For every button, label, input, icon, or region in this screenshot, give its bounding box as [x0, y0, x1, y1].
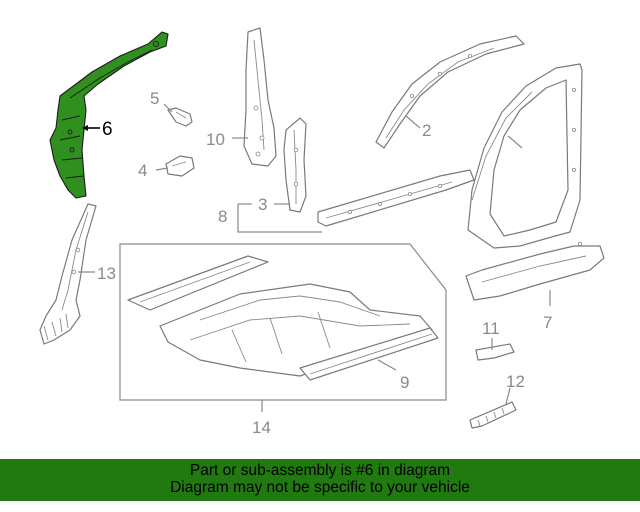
callout-11[interactable]: 11 [482, 319, 500, 338]
leader-5 [163, 103, 173, 113]
part-11[interactable] [475, 343, 515, 361]
leader-body [507, 135, 523, 149]
body-side-outer[interactable] [467, 63, 583, 249]
part-6-highlighted[interactable] [49, 31, 169, 199]
callout-4[interactable]: 4 [138, 161, 147, 180]
callout-2[interactable]: 2 [422, 121, 431, 140]
callout-12[interactable]: 12 [506, 372, 525, 391]
callout-13[interactable]: 13 [97, 264, 116, 283]
leader-4 [155, 167, 169, 171]
banner-line-1: Part or sub-assembly is #6 in diagram [189, 462, 451, 479]
callout-6[interactable]: 6 [102, 119, 113, 140]
leader-8 [237, 204, 322, 233]
callout-8[interactable]: 8 [218, 207, 227, 226]
callout-9[interactable]: 9 [400, 373, 409, 392]
part-13[interactable] [39, 203, 97, 345]
callout-3[interactable]: 3 [258, 195, 267, 214]
part-7[interactable] [465, 241, 605, 301]
info-banner: Part or sub-assembly is #6 in diagram Di… [0, 459, 640, 501]
callout-14[interactable]: 14 [252, 418, 271, 437]
part-8[interactable] [317, 169, 475, 227]
part-14-box [119, 243, 447, 401]
leader-6-arrow [82, 125, 88, 131]
part-4[interactable] [165, 155, 195, 177]
banner-line-2: Diagram may not be specific to your vehi… [170, 479, 470, 496]
leader-9 [377, 359, 397, 371]
callout-5[interactable]: 5 [150, 89, 159, 108]
leader-2 [405, 115, 421, 129]
leader-12 [505, 387, 511, 405]
part-10[interactable] [243, 27, 277, 167]
callout-7[interactable]: 7 [543, 313, 552, 332]
part-14-floor[interactable] [127, 255, 439, 381]
part-2[interactable] [375, 35, 525, 149]
part-3[interactable] [283, 117, 307, 213]
part-12[interactable] [469, 401, 517, 429]
parts-diagram: 6 13 5 4 10 3 [39, 27, 605, 437]
callout-10[interactable]: 10 [206, 130, 225, 149]
part-5[interactable] [167, 107, 193, 127]
